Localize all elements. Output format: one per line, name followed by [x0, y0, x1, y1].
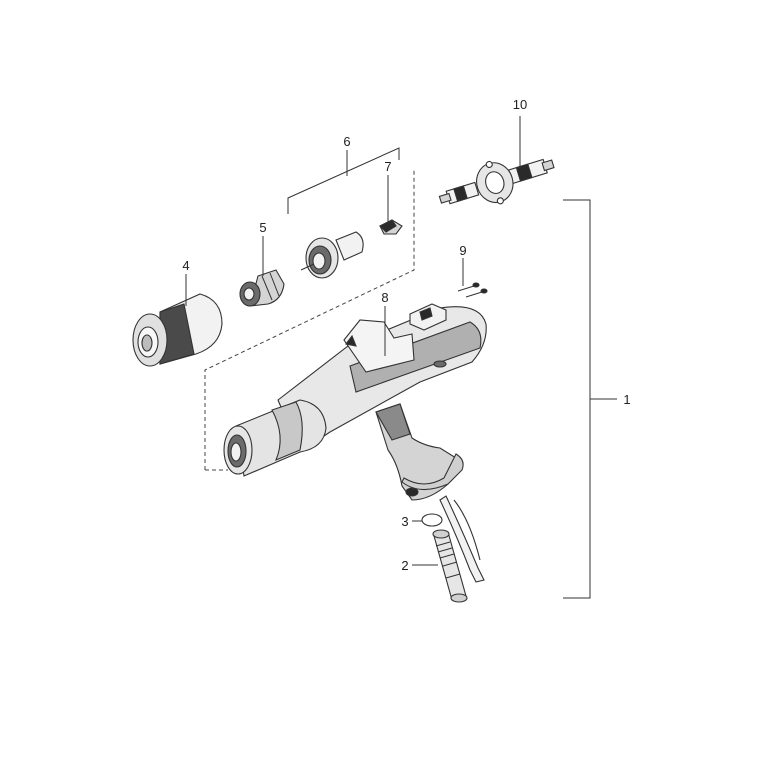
callout-8: 8: [381, 290, 388, 305]
callout-3: 3: [401, 514, 408, 529]
callout-5: 5: [259, 220, 266, 235]
assembly-guides: [204, 168, 415, 471]
part-7-electrode-insert: [379, 219, 403, 235]
callout-2: 2: [401, 558, 408, 573]
callout-9: 9: [459, 243, 466, 258]
part-9-screws: [457, 282, 488, 298]
callout-1: 1: [623, 392, 630, 407]
part-6-electrode-holder: [300, 231, 364, 279]
part-5-deflector-nozzle: [239, 269, 285, 307]
part-8-gun-body: [223, 303, 487, 583]
callout-4: 4: [182, 258, 189, 273]
callout-labels: 10 6 7 5 9 4 8 1 3 2: [182, 97, 630, 573]
part-2-hose-connector: [432, 529, 468, 603]
callout-7: 7: [384, 159, 391, 174]
part-10-cable-connector: [438, 158, 555, 205]
part-4-nozzle-cap: [132, 293, 223, 367]
part-3-o-ring: [421, 513, 443, 527]
callout-10: 10: [513, 97, 527, 112]
callout-6: 6: [343, 134, 350, 149]
leader-lines: [185, 116, 617, 599]
